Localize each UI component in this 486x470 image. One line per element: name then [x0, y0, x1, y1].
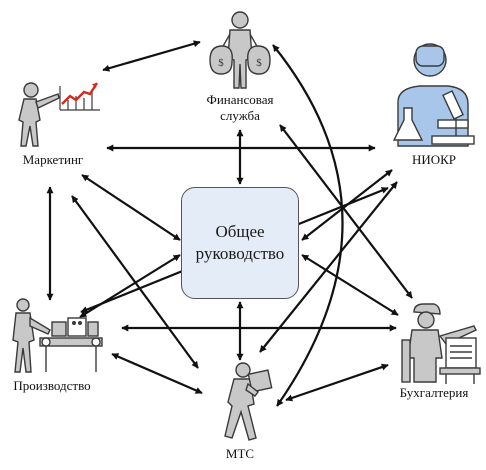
worker-at-conveyor-icon	[12, 298, 103, 373]
arrow-finance-accounting	[279, 124, 413, 299]
scientist-with-microscope-icon	[392, 43, 475, 147]
mts-label: МТС	[225, 446, 255, 461]
courier-with-box-icon	[224, 362, 273, 441]
arrow-production-mts	[111, 352, 203, 395]
arrow-marketing-finance	[102, 40, 201, 72]
center-label-line2: руководство	[195, 244, 285, 263]
finance-label-line1: Финансовая	[206, 92, 274, 107]
arrow-accounting-mts	[285, 363, 389, 402]
center-label-line1: Общее	[215, 222, 265, 241]
svg-text:$: $	[256, 57, 262, 69]
presenter-with-growth-chart-icon	[18, 82, 100, 147]
center-box: Общее руководство	[181, 187, 299, 299]
accounting-label: Бухгалтерия	[399, 385, 469, 400]
accountant-at-desk-icon	[401, 303, 481, 384]
marketing-label: Маркетинг	[22, 152, 84, 167]
finance-label: Финансовая служба	[196, 92, 284, 124]
arrow-production-center	[79, 254, 181, 318]
person-with-money-bags-icon: $ $	[209, 11, 271, 89]
connections	[46, 40, 413, 407]
production-label: Производство	[13, 378, 91, 393]
niokr-label: НИОКР	[411, 152, 457, 167]
finance-label-line2: служба	[220, 108, 260, 123]
arrow-finance-mts-curve	[272, 44, 344, 407]
svg-text:$: $	[218, 57, 224, 69]
arrow-accounting-center	[301, 254, 399, 316]
